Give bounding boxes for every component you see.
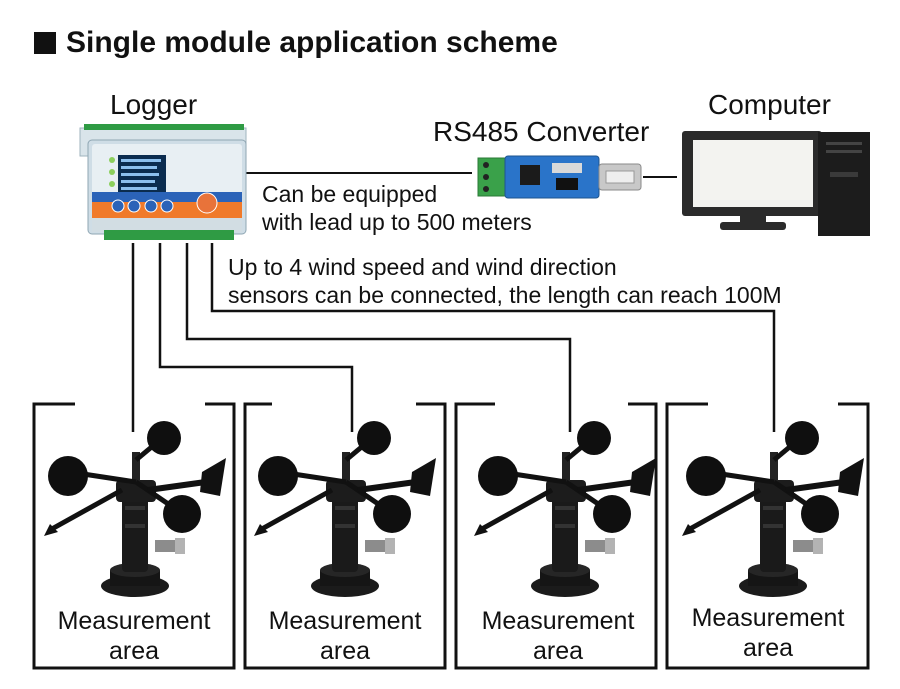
area-bracket-4 xyxy=(665,402,870,670)
lead-note-line1: Can be equipped xyxy=(262,181,438,207)
area-3-line1: Measurement xyxy=(481,607,635,635)
title-text: Single module application scheme xyxy=(66,26,558,59)
square-bullet-icon xyxy=(34,32,56,54)
area-3-line2: area xyxy=(532,637,584,665)
area-brackets xyxy=(32,402,870,670)
area-4-line2: area xyxy=(742,634,794,662)
anemometer-1 xyxy=(44,421,226,597)
area-4-line1: Measurement xyxy=(691,604,845,632)
area-bracket-2 xyxy=(243,402,447,670)
sensor-note-line1: Up to 4 wind speed and wind direction xyxy=(228,254,617,280)
anemometer-2 xyxy=(254,421,436,597)
sensor-cable-3 xyxy=(185,243,572,432)
sensor-cable-2 xyxy=(158,243,354,432)
measurement-area-label-4: Measurement area xyxy=(668,603,868,663)
area-2-line1: Measurement xyxy=(268,607,422,635)
page-title: Single module application scheme xyxy=(34,26,558,60)
area-1-line2: area xyxy=(108,637,160,665)
lead-note-line2: with lead up to 500 meters xyxy=(262,209,532,235)
area-2-line2: area xyxy=(319,637,371,665)
measurement-area-label-1: Measurement area xyxy=(34,606,234,666)
sensor-cable-4 xyxy=(210,243,776,432)
logger-device xyxy=(79,124,247,240)
computer-label: Computer xyxy=(708,89,831,120)
lead-length-note: Can be equipped with lead up to 500 mete… xyxy=(262,180,532,236)
anemometer-4 xyxy=(682,421,864,597)
rs485-converter-device xyxy=(477,155,642,199)
area-bracket-3 xyxy=(454,402,658,670)
logger-label: Logger xyxy=(110,89,198,120)
sensor-note: Up to 4 wind speed and wind direction se… xyxy=(228,253,782,309)
measurement-area-label-3: Measurement area xyxy=(458,606,658,666)
area-1-line1: Measurement xyxy=(57,607,211,635)
computer-device xyxy=(682,131,870,236)
measurement-area-label-2: Measurement area xyxy=(245,606,445,666)
anemometer-3 xyxy=(474,421,656,597)
sensor-note-line2: sensors can be connected, the length can… xyxy=(228,282,782,308)
converter-label: RS485 Converter xyxy=(433,116,650,147)
area-bracket-1 xyxy=(32,402,236,670)
